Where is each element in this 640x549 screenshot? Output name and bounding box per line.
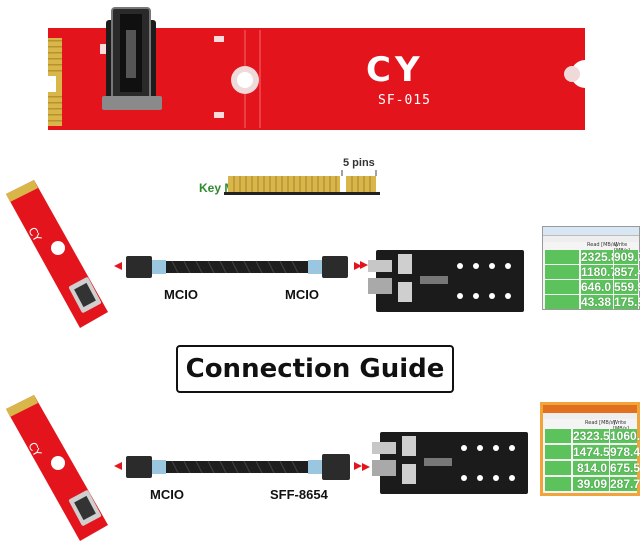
bench1-write-cell: 857.4 (614, 265, 640, 279)
bench1-read-cell: 2325.8 (581, 250, 618, 264)
bench2-read-cell: 1474.5 (573, 445, 610, 459)
m2-board-row1: CY (6, 180, 108, 328)
row1-left-cable-label: MCIO (164, 287, 198, 302)
bench1-write-cell: 559.9 (614, 280, 640, 294)
board-logo: CY (366, 50, 424, 90)
bench2-read-cell: 814.0 (573, 461, 609, 475)
key-m-label: Key M (199, 181, 235, 195)
svg-text:CY: CY (25, 440, 44, 459)
row1-right-cable-label: MCIO (285, 287, 319, 302)
bench2-read-header: Read [MB/s] (585, 420, 616, 426)
arrow-row1 (360, 261, 368, 269)
bench1-read-header: Read [MB/s] (587, 242, 618, 248)
row2-right-cable-label: SFF-8654 (270, 487, 328, 502)
bench1-read-cell: 43.38 (581, 295, 613, 309)
bench1-write-cell: 909.7 (614, 250, 640, 264)
row2-left-cable-label: MCIO (150, 487, 184, 502)
mcio-sff8654-cable-row2 (114, 454, 362, 480)
mcio-cable-row1 (114, 256, 362, 278)
m2-adapter-board-top (48, 7, 585, 130)
connection-guide-title: Connection Guide (176, 345, 454, 393)
svg-text:CY: CY (25, 225, 44, 244)
bench2-read-cell: 2323.5 (573, 429, 610, 443)
bench1-read-cell: 646.0 (581, 280, 613, 294)
ssd-adapter-board-row2 (372, 432, 528, 494)
benchmark-window-1: Read [MB/s] Write [MB/s] 2325.8 909.7 11… (542, 226, 640, 310)
bench1-write-cell: 175.5 (614, 295, 640, 309)
benchmark-window-2: Read [MB/s] Write [MB/s] 2323.5 1060.5 1… (540, 402, 640, 496)
ssd-adapter-board-row1 (368, 250, 524, 312)
bench2-write-cell: 287.7 (610, 477, 640, 491)
bench2-write-cell: 675.5 (610, 461, 640, 475)
bench2-read-cell: 39.09 (573, 477, 609, 491)
pins-label: 5 pins (343, 157, 375, 169)
arrow-row2 (362, 463, 370, 471)
bench2-write-cell: 978.4 (610, 445, 640, 459)
board-model-label: SF-015 (378, 93, 431, 108)
bench2-write-cell: 1060.5 (610, 429, 640, 443)
m2-board-row2: CY (6, 395, 108, 541)
bench1-read-cell: 1180.7 (581, 265, 618, 279)
gold-finger-edge (224, 170, 380, 195)
